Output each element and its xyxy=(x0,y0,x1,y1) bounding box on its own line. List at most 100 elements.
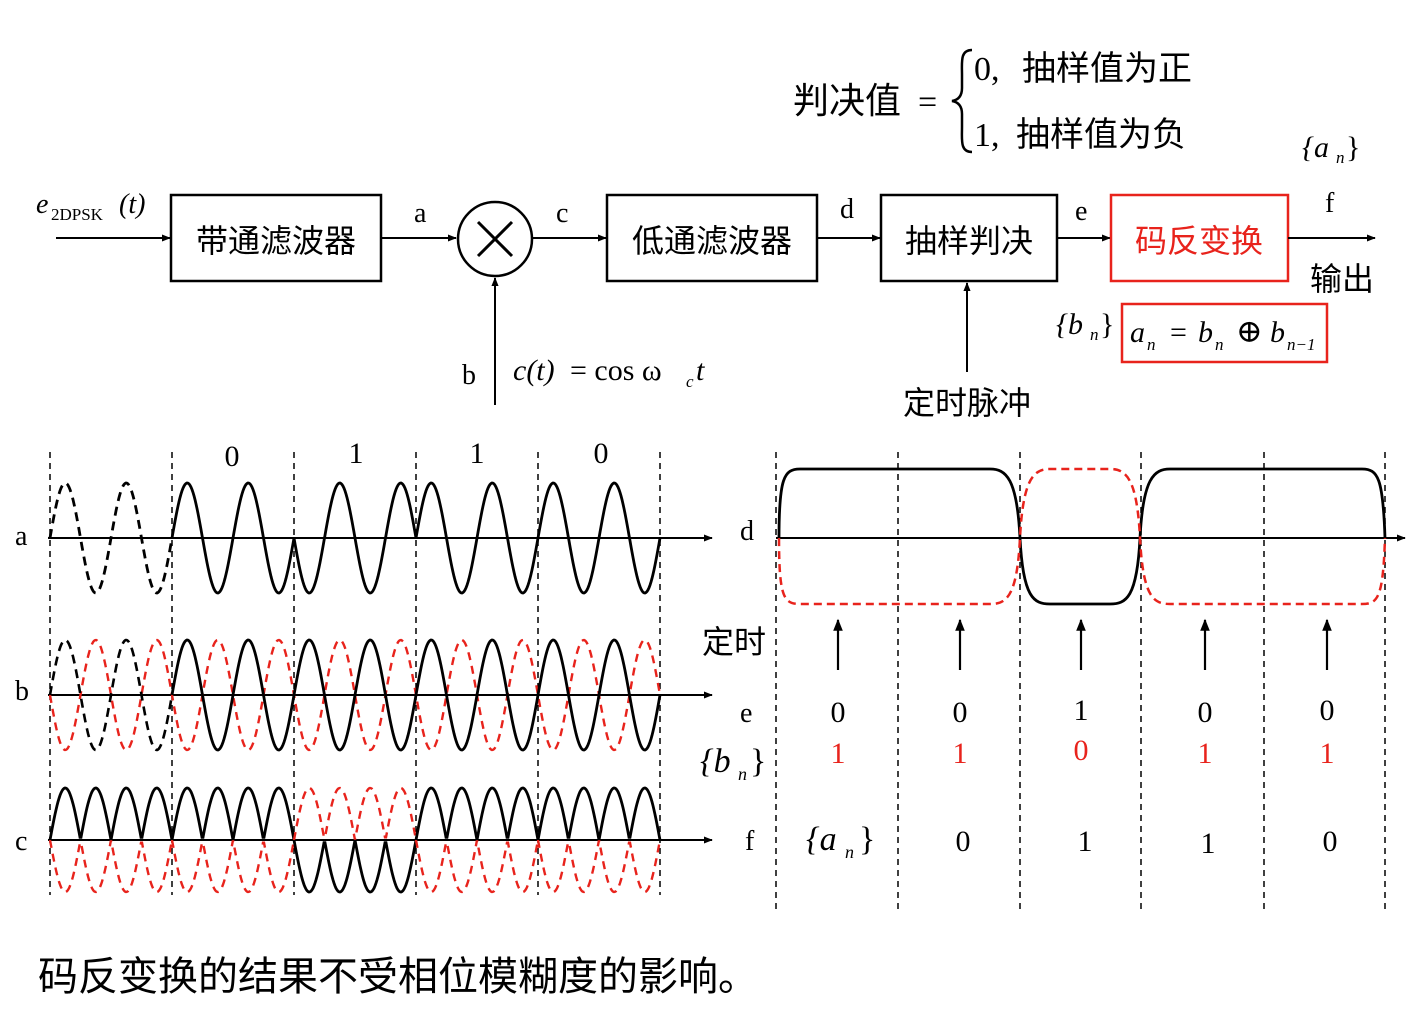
sampler-label: 抽样判决 xyxy=(905,223,1033,259)
inverse-transform-label: 码反变换 xyxy=(1135,223,1263,259)
left-wave-traces xyxy=(48,481,662,894)
bn-value: 1 xyxy=(831,737,846,770)
an-top-set: {a xyxy=(1302,131,1329,164)
decision-case1-text: 抽样值为负 xyxy=(1016,116,1186,154)
wave-c-trace xyxy=(48,786,174,841)
bit-label: 1 xyxy=(470,437,485,470)
e-value: 0 xyxy=(1320,694,1335,727)
e-label: e xyxy=(740,698,752,729)
left-dividers xyxy=(49,452,661,895)
carrier-sub: c xyxy=(686,372,694,391)
lowpass-filter-label: 低通滤波器 xyxy=(632,223,792,259)
carrier-rhs: = cos ω xyxy=(570,354,662,387)
right-panel: d 定时 e 0 0 1 0 0 {b n } 1 1 0 1 1 f {a n… xyxy=(700,452,1406,910)
wave-c-trace xyxy=(292,839,418,894)
wave-c-inverted-trace xyxy=(170,839,296,894)
node-b-label: b xyxy=(462,360,476,391)
d-waveform-solid xyxy=(777,467,1387,606)
decision-case0-value: 0, xyxy=(974,51,1000,88)
sampler-box xyxy=(879,193,1059,283)
bn-set-close: } xyxy=(1100,308,1114,341)
lowpass-filter-box xyxy=(605,193,819,283)
bn-set-sub: n xyxy=(1090,325,1099,344)
multiplier-x-2 xyxy=(476,220,514,258)
carrier-t: t xyxy=(696,354,705,387)
wave-c-inverted-trace xyxy=(536,839,662,894)
bit-label: 1 xyxy=(349,437,364,470)
wave-b-ref-trace xyxy=(48,638,174,752)
wave-a-trace xyxy=(414,481,540,595)
wave-b-label: b xyxy=(15,676,29,707)
decision-brace xyxy=(951,48,973,154)
formula-b2: b xyxy=(1270,316,1285,349)
inverse-transform-box xyxy=(1109,193,1290,283)
d-waveform-inverted xyxy=(777,467,1387,606)
timing-arrows xyxy=(833,618,1332,670)
wave-c-trace xyxy=(536,786,662,841)
wave-c-label: c xyxy=(15,826,27,857)
left-axes xyxy=(48,534,713,844)
wave-c-inverted-trace xyxy=(414,839,540,894)
an-top-close: } xyxy=(1346,131,1360,164)
input-signal-sub: 2DPSK xyxy=(51,205,104,224)
f-values: 0 1 1 0 xyxy=(956,825,1338,860)
carrier-lhs: c(t) xyxy=(513,354,555,387)
formula-box xyxy=(1120,302,1329,364)
bit-label: 0 xyxy=(594,437,609,470)
node-d-label: d xyxy=(840,194,854,225)
wave-c-trace xyxy=(414,786,540,841)
e-value: 0 xyxy=(831,696,846,729)
block-diagram: e 2DPSK (t) 带通滤波器 a b c(t) = cos ω c t c… xyxy=(36,188,1376,421)
an-row-close: } xyxy=(859,821,875,858)
node-a-label: a xyxy=(414,198,427,229)
formula-xor: ⊕ xyxy=(1236,313,1263,349)
f-value: 1 xyxy=(1201,827,1216,860)
formula-eq: = xyxy=(1170,316,1187,349)
an-row-sub: n xyxy=(845,842,854,862)
wave-a-label: a xyxy=(15,521,28,552)
bn-values: 1 1 0 1 1 xyxy=(831,734,1335,770)
formula-a-sub: n xyxy=(1147,335,1156,354)
an-top-sub: n xyxy=(1336,148,1345,167)
wave-a-trace xyxy=(536,481,662,595)
decision-case1-value: 1, xyxy=(974,117,1000,154)
bn-value: 0 xyxy=(1074,734,1089,767)
f-label: f xyxy=(745,826,755,857)
bn-value: 1 xyxy=(953,737,968,770)
left-bit-labels: 0 1 1 0 xyxy=(225,437,609,473)
bit-label: 0 xyxy=(225,440,240,473)
f-value: 1 xyxy=(1078,825,1093,858)
node-e-label: e xyxy=(1075,196,1087,227)
bn-row-sub: n xyxy=(738,764,747,784)
an-row-label: {a xyxy=(806,821,837,858)
wave-b-inverted-trace xyxy=(48,638,662,752)
wave-a-trace xyxy=(170,481,296,595)
bn-set-label: {b xyxy=(1056,308,1083,341)
e-value: 0 xyxy=(953,696,968,729)
decision-rule: 判决值 = 0, 抽样值为正 1, 抽样值为负 xyxy=(793,48,1192,154)
bandpass-filter-label: 带通滤波器 xyxy=(196,223,356,259)
input-signal-arg: (t) xyxy=(119,189,145,220)
node-f-label: f xyxy=(1325,188,1335,219)
an-label-top: {a n } xyxy=(1302,131,1360,167)
f-value: 0 xyxy=(956,825,971,858)
decision-equals: = xyxy=(918,84,937,121)
bn-row-label: {b xyxy=(700,743,731,780)
decision-lhs: 判决值 xyxy=(793,81,901,121)
e-values: 0 0 1 0 0 xyxy=(831,694,1335,729)
formula-a: a xyxy=(1130,316,1145,349)
f-value: 0 xyxy=(1323,825,1338,858)
e-value: 1 xyxy=(1074,694,1089,727)
wave-a-trace xyxy=(292,481,418,595)
wave-c-trace xyxy=(170,786,296,841)
wave-a-trace xyxy=(48,481,174,595)
node-c-label: c xyxy=(556,198,568,229)
wave-c-inverted-trace xyxy=(48,839,174,894)
formula-b: b xyxy=(1198,316,1213,349)
left-waveforms: 0 1 1 0 a b c xyxy=(15,437,713,895)
caption: 码反变换的结果不受相位模糊度的影响。 xyxy=(38,954,758,999)
bn-value: 1 xyxy=(1320,737,1335,770)
bn-value: 1 xyxy=(1198,737,1213,770)
wave-b-trace xyxy=(170,638,662,752)
